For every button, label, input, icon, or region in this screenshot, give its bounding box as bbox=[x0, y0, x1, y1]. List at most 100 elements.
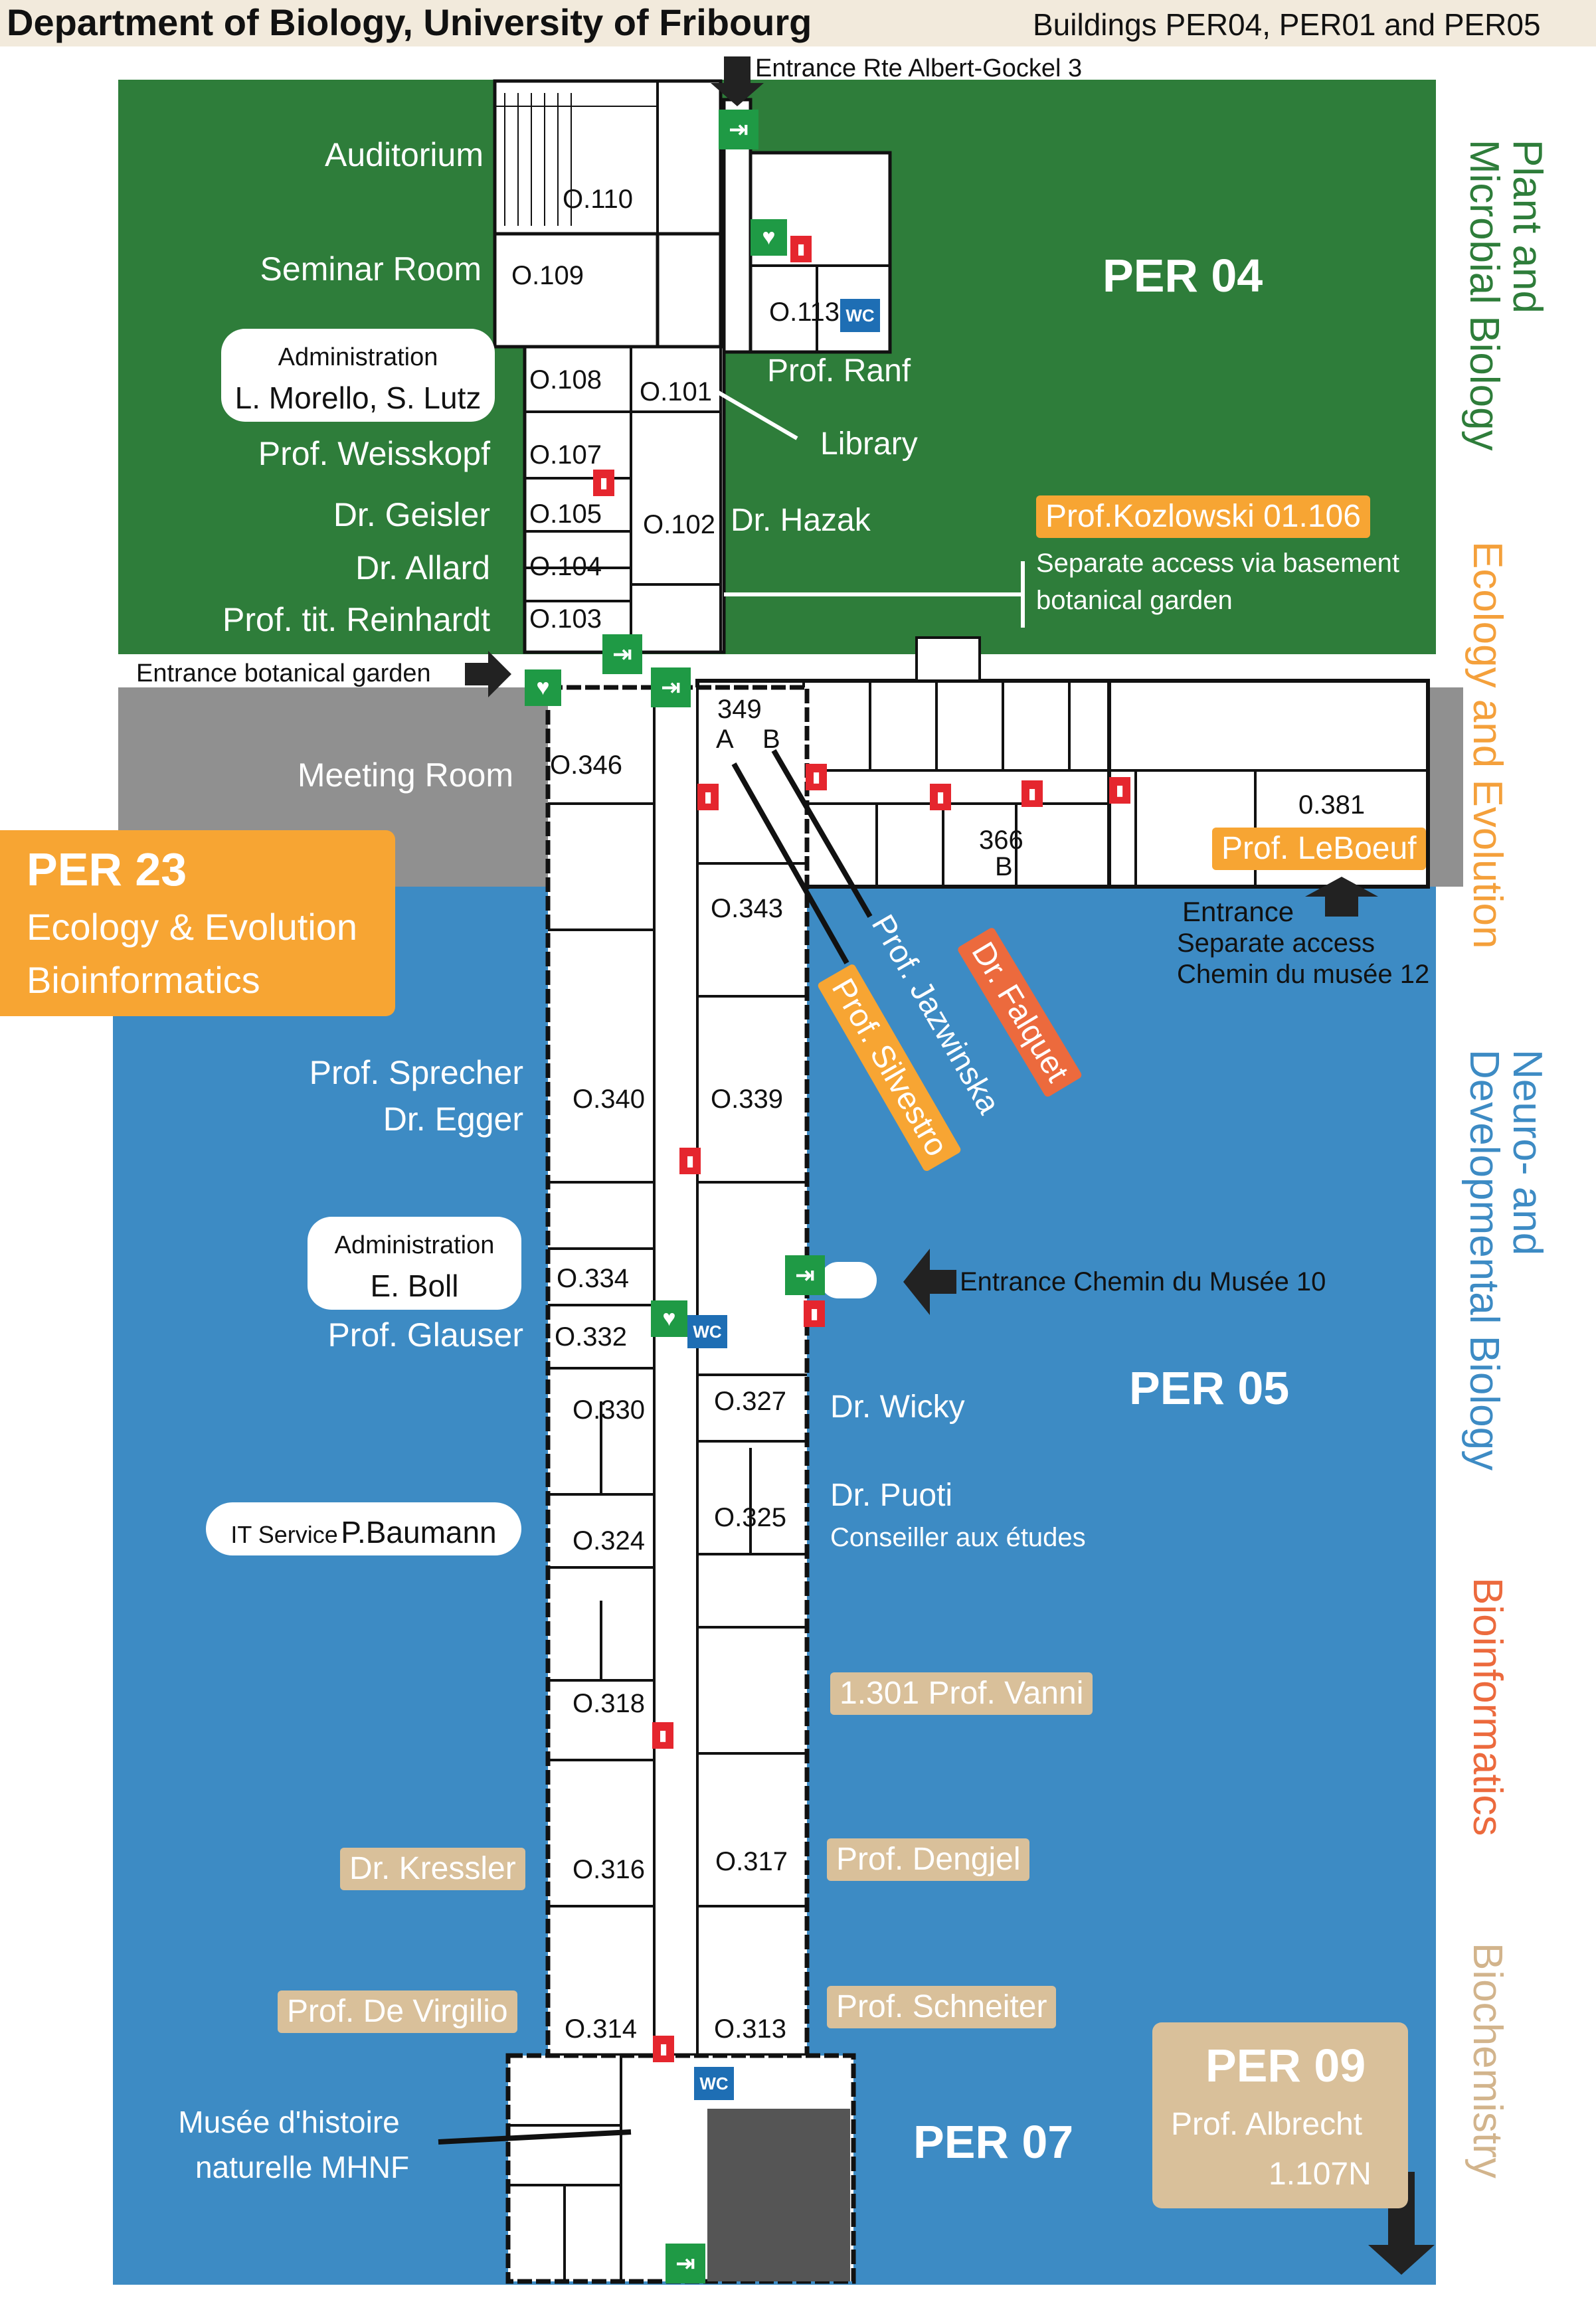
room-0110: O.110 bbox=[563, 185, 633, 214]
per09-panel: PER 09 Prof. Albrecht 1.107N bbox=[1152, 2022, 1408, 2208]
page-title: Department of Biology, University of Fri… bbox=[7, 1, 812, 43]
room-349: 349 bbox=[717, 695, 762, 724]
building-label-per05: PER 05 bbox=[1129, 1362, 1290, 1414]
tag-devirgilio: Prof. De Virgilio bbox=[278, 1990, 517, 2033]
room-0108: O.108 bbox=[529, 365, 602, 395]
side-label-plant-2: Microbial Biology bbox=[1461, 139, 1507, 451]
label-weisskopf: Prof. Weisskopf bbox=[258, 435, 490, 472]
wc-icon: WC bbox=[840, 299, 880, 332]
wc-label: WC bbox=[693, 1321, 722, 1342]
it-service-label: IT Service bbox=[230, 1521, 338, 1548]
room-0113: O.113 bbox=[769, 298, 840, 327]
room-0102: O.102 bbox=[643, 510, 715, 539]
room-0105: O.105 bbox=[529, 499, 602, 529]
room-0330: O.330 bbox=[573, 1395, 645, 1425]
fire-extinguisher-icon: ▮ bbox=[806, 764, 827, 790]
label-allard: Dr. Allard bbox=[355, 549, 490, 586]
tag-leboeuf: Prof. LeBoeuf bbox=[1212, 828, 1426, 870]
per23-line1: Ecology & Evolution bbox=[27, 906, 358, 948]
emergency-exit-icon: ⇥ bbox=[785, 1255, 825, 1295]
room-349a: A bbox=[716, 725, 734, 754]
emergency-exit-icon: ⇥ bbox=[665, 2244, 705, 2283]
room-0325: O.325 bbox=[714, 1503, 786, 1532]
admin-bubble-1: Administration L. Morello, S. Lutz bbox=[221, 329, 495, 422]
side-label-neuro-1: Neuro- and bbox=[1504, 1049, 1550, 1256]
entrance-east-line2: Chemin du musée 12 bbox=[1177, 960, 1430, 989]
fire-extinguisher-icon: ▮ bbox=[593, 470, 614, 496]
label-puoti: Dr. Puoti bbox=[830, 1478, 953, 1513]
defibrillator-icon: ♥ bbox=[651, 1300, 687, 1337]
fire-extinguisher-icon: ▮ bbox=[804, 1300, 825, 1327]
side-label-ecology: Ecology and Evolution bbox=[1464, 541, 1510, 949]
room-0318: O.318 bbox=[573, 1689, 645, 1718]
tag-vanni: 1.301 Prof. Vanni bbox=[830, 1672, 1093, 1715]
label-hazak: Dr. Hazak bbox=[731, 503, 871, 538]
fire-extinguisher-icon: ▮ bbox=[652, 1722, 673, 1749]
label-conseiller: Conseiller aux études bbox=[830, 1523, 1086, 1552]
building-label-per04: PER 04 bbox=[1103, 250, 1263, 302]
room-366: 366 bbox=[979, 826, 1023, 855]
room-0103: O.103 bbox=[529, 604, 602, 634]
it-service-name: P.Baumann bbox=[341, 1515, 497, 1549]
room-0343: O.343 bbox=[711, 894, 783, 923]
label-library: Library bbox=[820, 426, 918, 462]
admin-bubble-2-title: Administration bbox=[334, 1231, 495, 1259]
room-0334: O.334 bbox=[557, 1264, 629, 1293]
per09-line2: 1.107N bbox=[1269, 2157, 1372, 2192]
per23-panel: PER 23 Ecology & Evolution Bioinformatic… bbox=[0, 830, 395, 1016]
fire-extinguisher-icon: ▮ bbox=[697, 784, 719, 810]
emergency-exit-icon: ⇥ bbox=[719, 110, 758, 149]
label-separate-access-2: botanical garden bbox=[1036, 586, 1233, 615]
label-sprecher: Prof. Sprecher bbox=[309, 1054, 523, 1091]
label-museum-2: naturelle MHNF bbox=[195, 2150, 410, 2184]
label-museum-1: Musée d'histoire bbox=[178, 2105, 400, 2139]
auditorium-seats bbox=[495, 93, 658, 226]
entrance-east-title: Entrance bbox=[1182, 896, 1294, 927]
label-seminar-room: Seminar Room bbox=[260, 250, 482, 288]
admin-bubble-1-title: Administration bbox=[278, 343, 438, 371]
entrance-musee10-label: Entrance Chemin du Musée 10 bbox=[960, 1267, 1326, 1296]
page-subtitle: Buildings PER04, PER01 and PER05 bbox=[1033, 7, 1541, 42]
fire-extinguisher-icon: ▮ bbox=[653, 2036, 674, 2062]
entrance-bump bbox=[820, 1262, 877, 1298]
room-0381: 0.381 bbox=[1298, 790, 1366, 820]
fire-extinguisher-icon: ▮ bbox=[1109, 777, 1130, 804]
arrows bbox=[465, 56, 1435, 2275]
entrance-botanical-label: Entrance botanical garden bbox=[136, 660, 431, 687]
pointer-lines-white bbox=[716, 390, 1025, 628]
admin-bubble-2: Administration E. Boll bbox=[308, 1217, 521, 1310]
room-0340: O.340 bbox=[573, 1085, 645, 1114]
side-label-biochemistry: Biochemistry bbox=[1464, 1943, 1510, 2178]
room-0109: O.109 bbox=[511, 261, 584, 290]
pointer-lines bbox=[438, 749, 873, 2145]
room-0346: O.346 bbox=[550, 751, 622, 780]
per01-walls bbox=[697, 636, 1428, 887]
per09-title: PER 09 bbox=[1205, 2040, 1366, 2091]
fire-extinguisher-icon: ▮ bbox=[930, 784, 951, 810]
building-per05 bbox=[545, 685, 810, 2058]
room-0339: O.339 bbox=[711, 1085, 783, 1114]
label-meeting-room: Meeting Room bbox=[297, 756, 513, 794]
wc-label: WC bbox=[845, 305, 875, 325]
per04-walls bbox=[525, 81, 890, 651]
label-auditorium: Auditorium bbox=[325, 136, 484, 173]
label-ranf: Prof. Ranf bbox=[767, 353, 911, 389]
admin-bubble-2-names: E. Boll bbox=[370, 1269, 459, 1303]
room-366b: B bbox=[995, 852, 1013, 881]
header-band bbox=[0, 0, 1596, 46]
room-0314: O.314 bbox=[565, 2014, 637, 2044]
room-0107: O.107 bbox=[529, 440, 602, 470]
per23-title: PER 23 bbox=[27, 843, 187, 895]
room-0101: O.101 bbox=[640, 377, 712, 406]
wc-label: WC bbox=[699, 2073, 729, 2093]
label-glauser: Prof. Glauser bbox=[327, 1316, 523, 1354]
room-0104: O.104 bbox=[529, 552, 602, 581]
fire-extinguisher-icon: ▮ bbox=[679, 1148, 701, 1174]
admin-bubble-1-names: L. Morello, S. Lutz bbox=[234, 381, 482, 415]
room-0327: O.327 bbox=[714, 1387, 786, 1416]
room-0313: O.313 bbox=[714, 2014, 786, 2044]
label-reinhardt: Prof. tit. Reinhardt bbox=[222, 601, 490, 638]
entrance-east-line1: Separate access bbox=[1177, 929, 1375, 958]
